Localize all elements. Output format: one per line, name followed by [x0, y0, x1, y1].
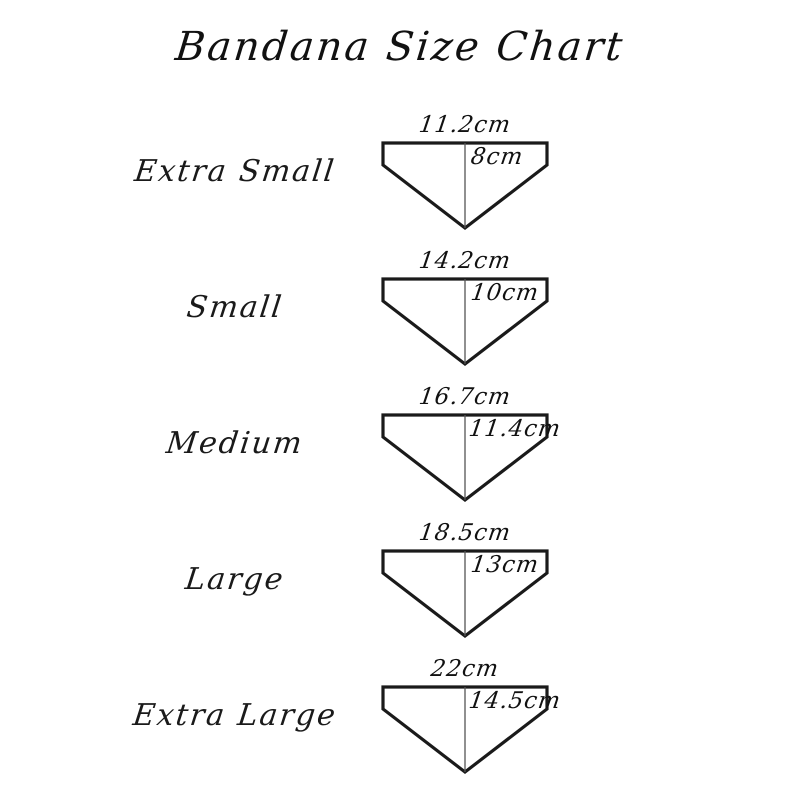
bandana-outline-icon	[381, 549, 549, 639]
dimension-height-extra-small: 8cm	[469, 144, 526, 170]
dimension-width-extra-large: 22cm	[429, 656, 501, 682]
bandana-outline-icon	[381, 413, 549, 503]
bandana-shape-extra-small: 11.2cm 8cm	[375, 108, 555, 244]
dimension-width-medium: 16.7cm	[417, 384, 513, 410]
size-label-large: Large	[183, 562, 287, 597]
dimension-width-large: 18.5cm	[417, 520, 513, 546]
bandana-shape-small: 14.2cm 10cm	[375, 244, 555, 380]
size-row: Extra Large 22cm 14.5cm	[0, 652, 800, 788]
size-row: Medium 16.7cm 11.4cm	[0, 380, 800, 516]
size-row: Small 14.2cm 10cm	[0, 244, 800, 380]
size-row: Extra Small 11.2cm 8cm	[0, 108, 800, 244]
dimension-height-extra-large: 14.5cm	[467, 688, 563, 714]
bandana-shape-large: 18.5cm 13cm	[375, 516, 555, 652]
dimension-height-medium: 11.4cm	[467, 416, 563, 442]
bandana-shape-medium: 16.7cm 11.4cm	[375, 380, 563, 516]
size-label-extra-small: Extra Small	[132, 154, 338, 189]
dimension-width-extra-small: 11.2cm	[417, 112, 513, 138]
bandana-shape-extra-large: 22cm 14.5cm	[375, 652, 563, 788]
dimension-height-small: 10cm	[469, 280, 541, 306]
bandana-outline-icon	[381, 685, 549, 775]
dimension-height-large: 13cm	[469, 552, 541, 578]
size-label-medium: Medium	[164, 426, 306, 461]
page-title: Bandana Size Chart	[173, 24, 627, 70]
bandana-outline-icon	[381, 277, 549, 367]
size-row: Large 18.5cm 13cm	[0, 516, 800, 652]
size-label-small: Small	[184, 290, 286, 325]
bandana-outline-icon	[381, 141, 549, 231]
size-label-extra-large: Extra Large	[130, 698, 340, 733]
dimension-width-small: 14.2cm	[417, 248, 513, 274]
